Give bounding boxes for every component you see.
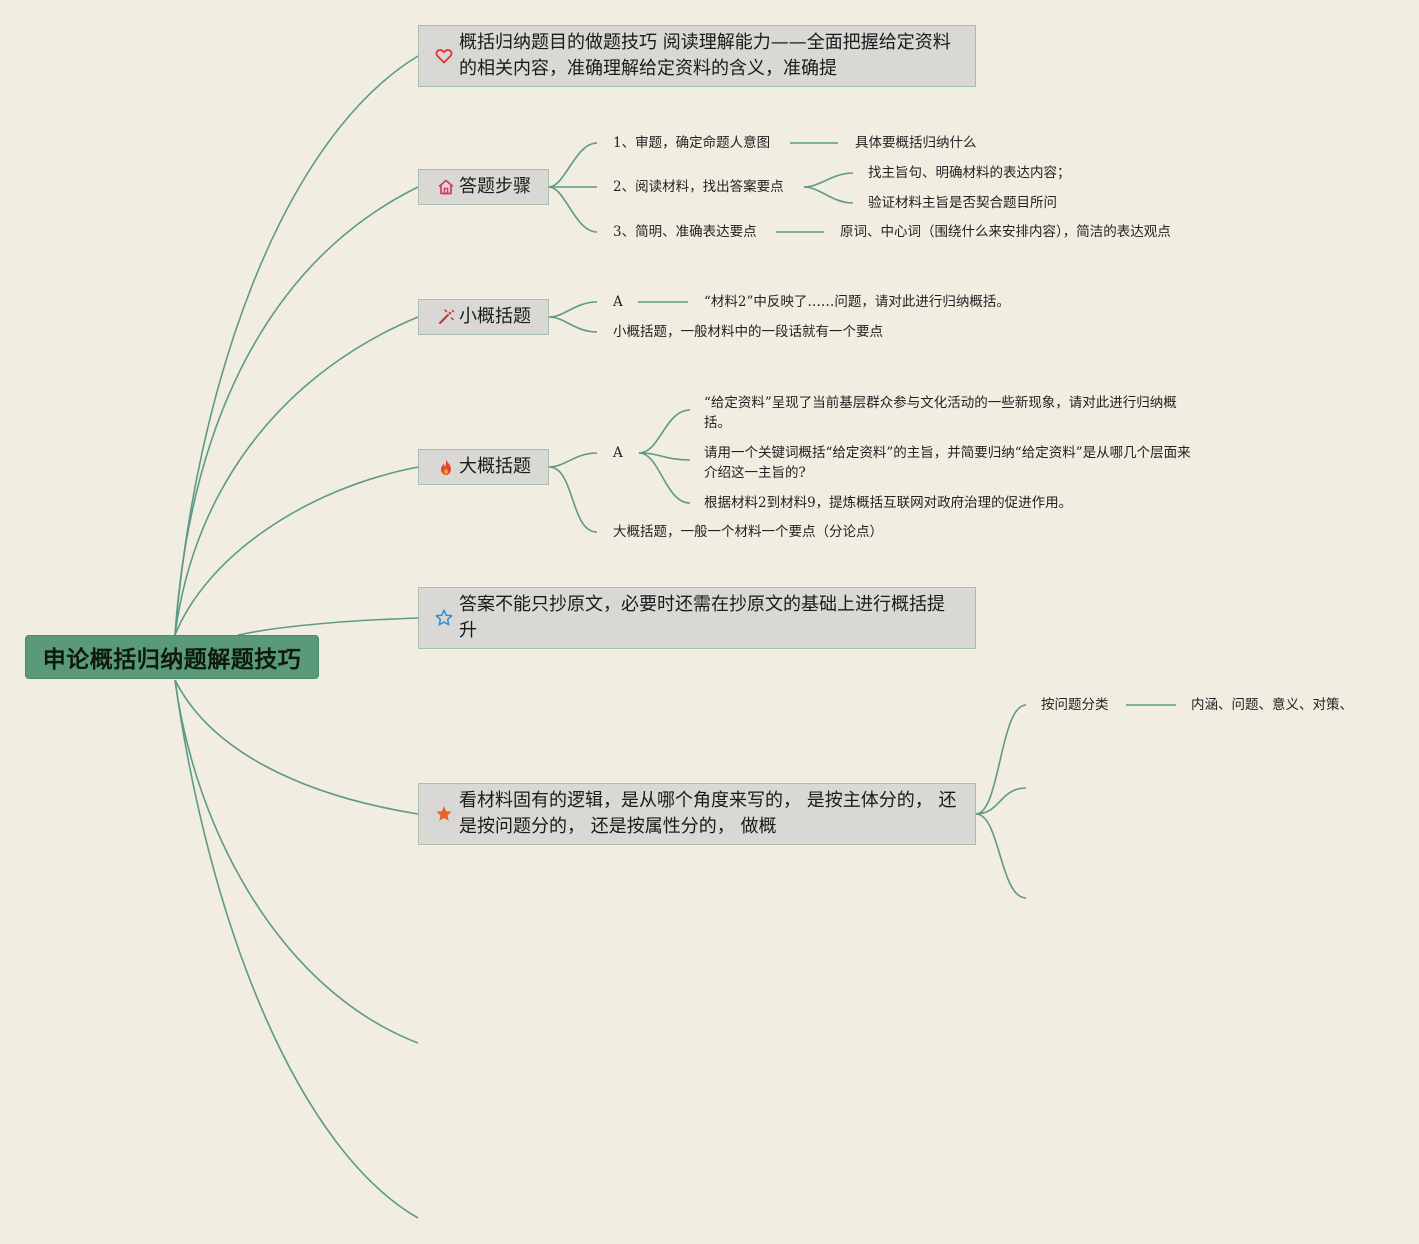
small-summary-title: 小概括题 bbox=[459, 306, 531, 327]
branch6-text: 看材料固有的逻辑，是从哪个角度来写的， 是按主体分的， 还是按问题分的， 还是按… bbox=[459, 790, 957, 837]
root-topic[interactable]: 申论概括归纳题解题技巧 bbox=[25, 635, 319, 679]
edge-root-branch2 bbox=[174, 186, 419, 636]
topic-answer-steps[interactable]: 答题步骤 bbox=[418, 169, 549, 205]
edge-b6-sub3 bbox=[975, 813, 1027, 899]
edge-step2-detail1 bbox=[803, 172, 854, 188]
star-outline-icon bbox=[433, 607, 455, 629]
big-a-item-2[interactable]: 请用一个关键词概括“给定资料”的主旨，并简要归纳“给定资料”是从哪几个层面来介绍… bbox=[704, 445, 1191, 481]
edge-b2-step3 bbox=[548, 186, 598, 233]
small-a-label[interactable]: A bbox=[613, 294, 623, 310]
step1-label[interactable]: 1、审题，确定命题人意图 bbox=[613, 135, 771, 151]
edge-b6-sub2 bbox=[975, 787, 1027, 815]
edge-b3-note bbox=[548, 316, 598, 333]
edge-b2-step1 bbox=[548, 142, 598, 188]
answer-steps-title: 答题步骤 bbox=[459, 176, 531, 197]
step2-label[interactable]: 2、阅读材料，找出答案要点 bbox=[613, 179, 784, 195]
heart-icon bbox=[433, 45, 455, 67]
branch5-text: 答案不能只抄原文，必要时还需在抄原文的基础上进行概括提升 bbox=[459, 594, 945, 641]
big-note[interactable]: 大概括题，一般一个材料一个要点（分论点） bbox=[613, 524, 883, 540]
topic-branch6[interactable]: 看材料固有的逻辑，是从哪个角度来写的， 是按主体分的， 还是按问题分的， 还是按… bbox=[418, 783, 976, 845]
big-a-item-3[interactable]: 根据材料2到材料9，提炼概括互联网对政府治理的促进作用。 bbox=[704, 495, 1073, 511]
edge-root-branch5 bbox=[237, 617, 419, 636]
edge-root-branch4 bbox=[174, 466, 419, 636]
big-a-item-1[interactable]: “给定资料”呈现了当前基层群众参与文化活动的一些新现象，请对此进行归纳概括。 bbox=[704, 395, 1177, 431]
home-icon bbox=[435, 176, 457, 198]
topic-small-summary[interactable]: 小概括题 bbox=[418, 299, 549, 335]
step3-label[interactable]: 3、简明、准确表达要点 bbox=[613, 224, 757, 240]
edge-b4-a-item2 bbox=[638, 452, 691, 461]
branch1-text: 概括归纳题目的做题技巧 阅读理解能力——全面把握给定资料的相关内容，准确理解给定… bbox=[459, 32, 951, 79]
step2-detail-1[interactable]: 找主旨句、明确材料的表达内容； bbox=[868, 165, 1071, 181]
edge-root-branch7 bbox=[174, 679, 419, 1044]
topic-branch5[interactable]: 答案不能只抄原文，必要时还需在抄原文的基础上进行概括提升 bbox=[418, 587, 976, 649]
edge-root-branch3 bbox=[174, 316, 419, 636]
edge-b4-a-item1 bbox=[638, 409, 691, 454]
topic-big-summary[interactable]: 大概括题 bbox=[418, 449, 549, 485]
edge-b6-sub1 bbox=[975, 704, 1027, 815]
root-title: 申论概括归纳题解题技巧 bbox=[42, 647, 302, 673]
small-a-detail[interactable]: “材料2”中反映了……问题，请对此进行归纳概括。 bbox=[704, 294, 1010, 310]
edge-b4-note bbox=[548, 466, 598, 533]
edge-step2-detail2 bbox=[803, 186, 854, 204]
edge-root-branch8 bbox=[174, 679, 419, 1219]
by-question-label[interactable]: 按问题分类 bbox=[1041, 697, 1109, 713]
by-question-detail[interactable]: 内涵、问题、意义、对策、 bbox=[1191, 697, 1353, 713]
small-note[interactable]: 小概括题，一般材料中的一段话就有一个要点 bbox=[613, 324, 883, 340]
big-a-label[interactable]: A bbox=[613, 445, 623, 461]
magic-wand-icon bbox=[435, 306, 457, 328]
big-summary-title: 大概括题 bbox=[459, 456, 531, 477]
step3-detail[interactable]: 原词、中心词（围绕什么来安排内容），简洁的表达观点 bbox=[840, 224, 1171, 240]
edge-b4-a bbox=[548, 452, 598, 468]
edge-root-branch6 bbox=[174, 679, 419, 815]
topic-branch1[interactable]: 概括归纳题目的做题技巧 阅读理解能力——全面把握给定资料的相关内容，准确理解给定… bbox=[418, 25, 976, 87]
edge-root-branch1 bbox=[174, 55, 419, 636]
step1-detail[interactable]: 具体要概括归纳什么 bbox=[855, 135, 977, 151]
edge-b3-a bbox=[548, 301, 598, 318]
star-filled-icon bbox=[433, 803, 455, 825]
step2-detail-2[interactable]: 验证材料主旨是否契合题目所问 bbox=[868, 195, 1057, 211]
edge-b4-a-item3 bbox=[638, 452, 691, 504]
fire-icon bbox=[435, 456, 457, 478]
